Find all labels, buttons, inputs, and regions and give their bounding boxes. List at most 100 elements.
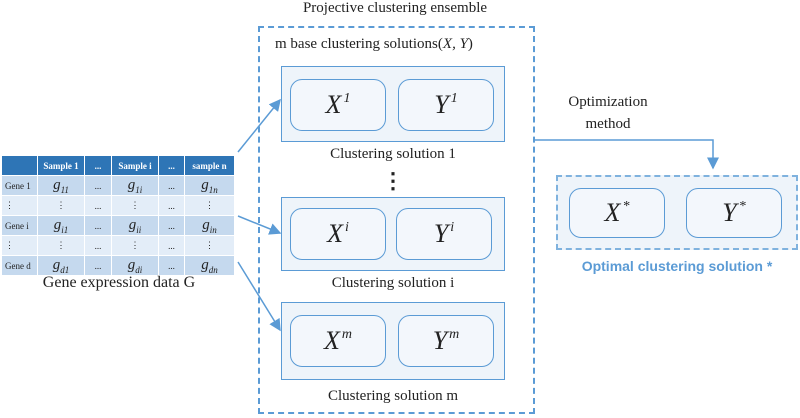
table-header-cell: Sample 1	[37, 155, 85, 176]
table-header-cell: Sample i	[111, 155, 159, 176]
solution-i-caption: Clustering solution i	[331, 275, 455, 291]
row-label: ⋮	[1, 235, 38, 256]
table-cell: ⋮	[111, 195, 159, 216]
cell-subscript: i1	[61, 224, 69, 235]
ensemble-subtitle-vars: X, Y	[442, 36, 468, 52]
x-symbol: X	[323, 326, 340, 355]
y-superscript: i	[450, 220, 455, 235]
y-superscript: *	[738, 199, 746, 214]
x-superscript: *	[622, 199, 630, 214]
cell-symbol: g	[53, 176, 61, 193]
gene-table-caption: Gene expression data G	[42, 274, 196, 291]
y-symbol: Y	[722, 198, 737, 227]
cell-subscript: 11	[60, 184, 69, 195]
ensemble-subtitle-end: )	[467, 36, 473, 52]
cell-symbol: g	[128, 216, 137, 233]
cell-subscript: dn	[208, 264, 218, 275]
cell-symbol: g	[53, 216, 62, 233]
optimal-x: X*	[569, 188, 665, 238]
table-cell: ...	[158, 255, 185, 276]
table-cell: ⋮	[111, 235, 159, 256]
table-header-cell: sample n	[184, 155, 235, 176]
table-cell: gdn	[184, 255, 235, 276]
table-cell: ...	[84, 255, 112, 276]
row-label: Gene i	[1, 215, 38, 236]
x-superscript: 1	[343, 91, 351, 106]
table-cell: ...	[84, 235, 112, 256]
ensemble-box	[258, 26, 535, 414]
x-symbol: X	[325, 90, 342, 119]
table-cell: ...	[84, 175, 112, 196]
arrow-to-optimal	[534, 139, 719, 170]
table-cell: g11	[37, 175, 85, 196]
table-cell: gin	[184, 215, 235, 236]
cell-subscript: 1i	[135, 184, 143, 195]
table-cell: ⋮	[37, 235, 85, 256]
table-cell: ...	[84, 215, 112, 236]
optimal-y: Y*	[686, 188, 782, 238]
row-label: Gene d	[1, 255, 38, 276]
ensemble-title: Projective clustering ensemble	[302, 0, 488, 16]
table-header-cell	[1, 155, 38, 176]
solution-m-caption: Clustering solution m	[327, 388, 458, 404]
table-cell: gi1	[37, 215, 85, 236]
row-label: Gene 1	[1, 175, 38, 196]
table-cell: g1n	[184, 175, 235, 196]
cell-symbol: g	[201, 176, 209, 193]
table-header-row: Sample 1 ... Sample i ... sample n	[1, 155, 235, 176]
ensemble-vdots: ⋮	[382, 168, 404, 193]
y-symbol: Y	[432, 326, 448, 355]
table-cell: g1i	[111, 175, 159, 196]
x-superscript: i	[345, 220, 349, 235]
table-cell: gd1	[37, 255, 85, 276]
optimal-caption: Optimal clustering solution *	[581, 258, 773, 274]
table-cell: gii	[111, 215, 159, 236]
x-superscript: m	[341, 327, 352, 342]
x-symbol: X	[327, 219, 343, 248]
cell-subscript: in	[209, 224, 217, 235]
y-superscript: m	[449, 327, 460, 342]
cell-symbol: g	[202, 216, 210, 233]
ensemble-subtitle-text: m base clustering solutions(	[275, 36, 443, 52]
optimization-label-line1: Optimization	[568, 94, 648, 110]
cell-subscript: d1	[60, 264, 70, 275]
y-symbol: Y	[433, 219, 449, 248]
table-header-cell: ...	[84, 155, 112, 176]
ensemble-subtitle: m base clustering solutions(X, Y)	[275, 36, 473, 53]
table-header-cell: ...	[158, 155, 185, 176]
table-cell: ⋮	[184, 235, 235, 256]
table-cell: ⋮	[184, 195, 235, 216]
table-row: Gene d gd1 ... gdi ... gdn	[1, 255, 235, 276]
table-row: Gene i gi1 ... gii ... gin	[1, 215, 235, 236]
table-row: ⋮ ⋮ ... ⋮ ... ⋮	[1, 235, 235, 256]
table-cell: ⋮	[37, 195, 85, 216]
table-cell: ...	[158, 175, 185, 196]
cell-symbol: g	[127, 256, 136, 273]
solution-1-caption: Clustering solution 1	[330, 146, 456, 162]
y-superscript: 1	[450, 91, 458, 106]
table-cell: ...	[158, 235, 185, 256]
cell-subscript: di	[135, 264, 143, 275]
cell-symbol: g	[201, 256, 209, 273]
table-row: ⋮ ⋮ ... ⋮ ... ⋮	[1, 195, 235, 216]
table-row: Gene 1 g11 ... g1i ... g1n	[1, 175, 235, 196]
cell-subscript: ii	[136, 224, 142, 235]
cell-subscript: 1n	[208, 184, 218, 195]
table-cell: gdi	[111, 255, 159, 276]
table-cell: ...	[158, 215, 185, 236]
row-label: ⋮	[1, 195, 38, 216]
y-symbol: Y	[434, 90, 449, 119]
x-symbol: X	[604, 198, 621, 227]
gene-expression-table: Sample 1 ... Sample i ... sample n Gene …	[1, 155, 235, 276]
table-cell: ...	[84, 195, 112, 216]
cell-symbol: g	[52, 256, 61, 273]
cell-symbol: g	[127, 176, 136, 193]
table-cell: ...	[158, 195, 185, 216]
